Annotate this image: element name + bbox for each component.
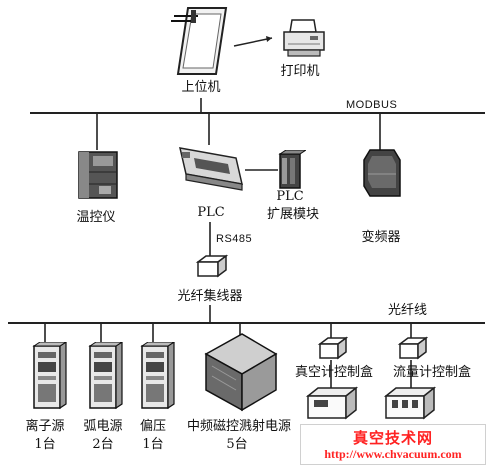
fiber-bus-label: 光纤线 (388, 303, 428, 318)
flow-meter-box-label: 流量计控制盒 (392, 365, 472, 380)
bias-count: 1台 (142, 437, 164, 452)
host-pc-label: 上位机 (181, 80, 221, 95)
fiber-hub-icon (195, 254, 229, 278)
vfd-label: 变频器 (361, 230, 401, 245)
host-pc-icon (171, 7, 228, 75)
watermark-url: http://www.chvacuum.com (324, 447, 462, 461)
vacuum-gauge-box-label: 真空计控制盒 (294, 365, 374, 380)
printer-link-icon (233, 36, 273, 47)
arc-power-label: 弧电源 (83, 419, 123, 434)
ion-source-count: 1台 (34, 437, 56, 452)
temp-controller-label: 温控仪 (76, 210, 116, 225)
temp-controller-icon (78, 151, 118, 199)
fiber-hub-label: 光纤集线器 (177, 289, 243, 304)
plc-extension-label-1: PLC (276, 189, 304, 204)
bias-label: 偏压 (139, 419, 167, 434)
ion-source-cabinet-icon (32, 342, 67, 410)
vfd-icon (363, 149, 401, 197)
rs485-label: RS485 (216, 233, 253, 245)
flow-meter-device-icon (383, 386, 437, 420)
arc-power-count: 2台 (92, 437, 114, 452)
watermark-title: 真空技术网 (352, 429, 433, 447)
plc-label: PLC (197, 205, 225, 220)
printer-icon (283, 19, 325, 57)
vacuum-gauge-device-icon (305, 386, 359, 420)
bias-cabinet-icon (140, 342, 175, 410)
sputter-power-count: 5台 (226, 437, 248, 452)
sputter-power-label: 中频磁控溅射电源 (186, 419, 292, 434)
flow-meter-box-icon (397, 336, 428, 360)
modbus-label: MODBUS (346, 99, 398, 111)
printer-label: 打印机 (280, 64, 320, 79)
vacuum-gauge-box-icon (317, 336, 348, 360)
plc-icon (179, 147, 243, 191)
watermark: 真空技术网 http://www.chvacuum.com (300, 424, 486, 465)
ion-source-label: 离子源 (25, 419, 65, 434)
arc-power-cabinet-icon (88, 342, 123, 410)
plc-extension-label-2: 扩展模块 (266, 207, 320, 222)
plc-extension-icon (278, 150, 306, 189)
sputter-power-icon (204, 333, 278, 412)
